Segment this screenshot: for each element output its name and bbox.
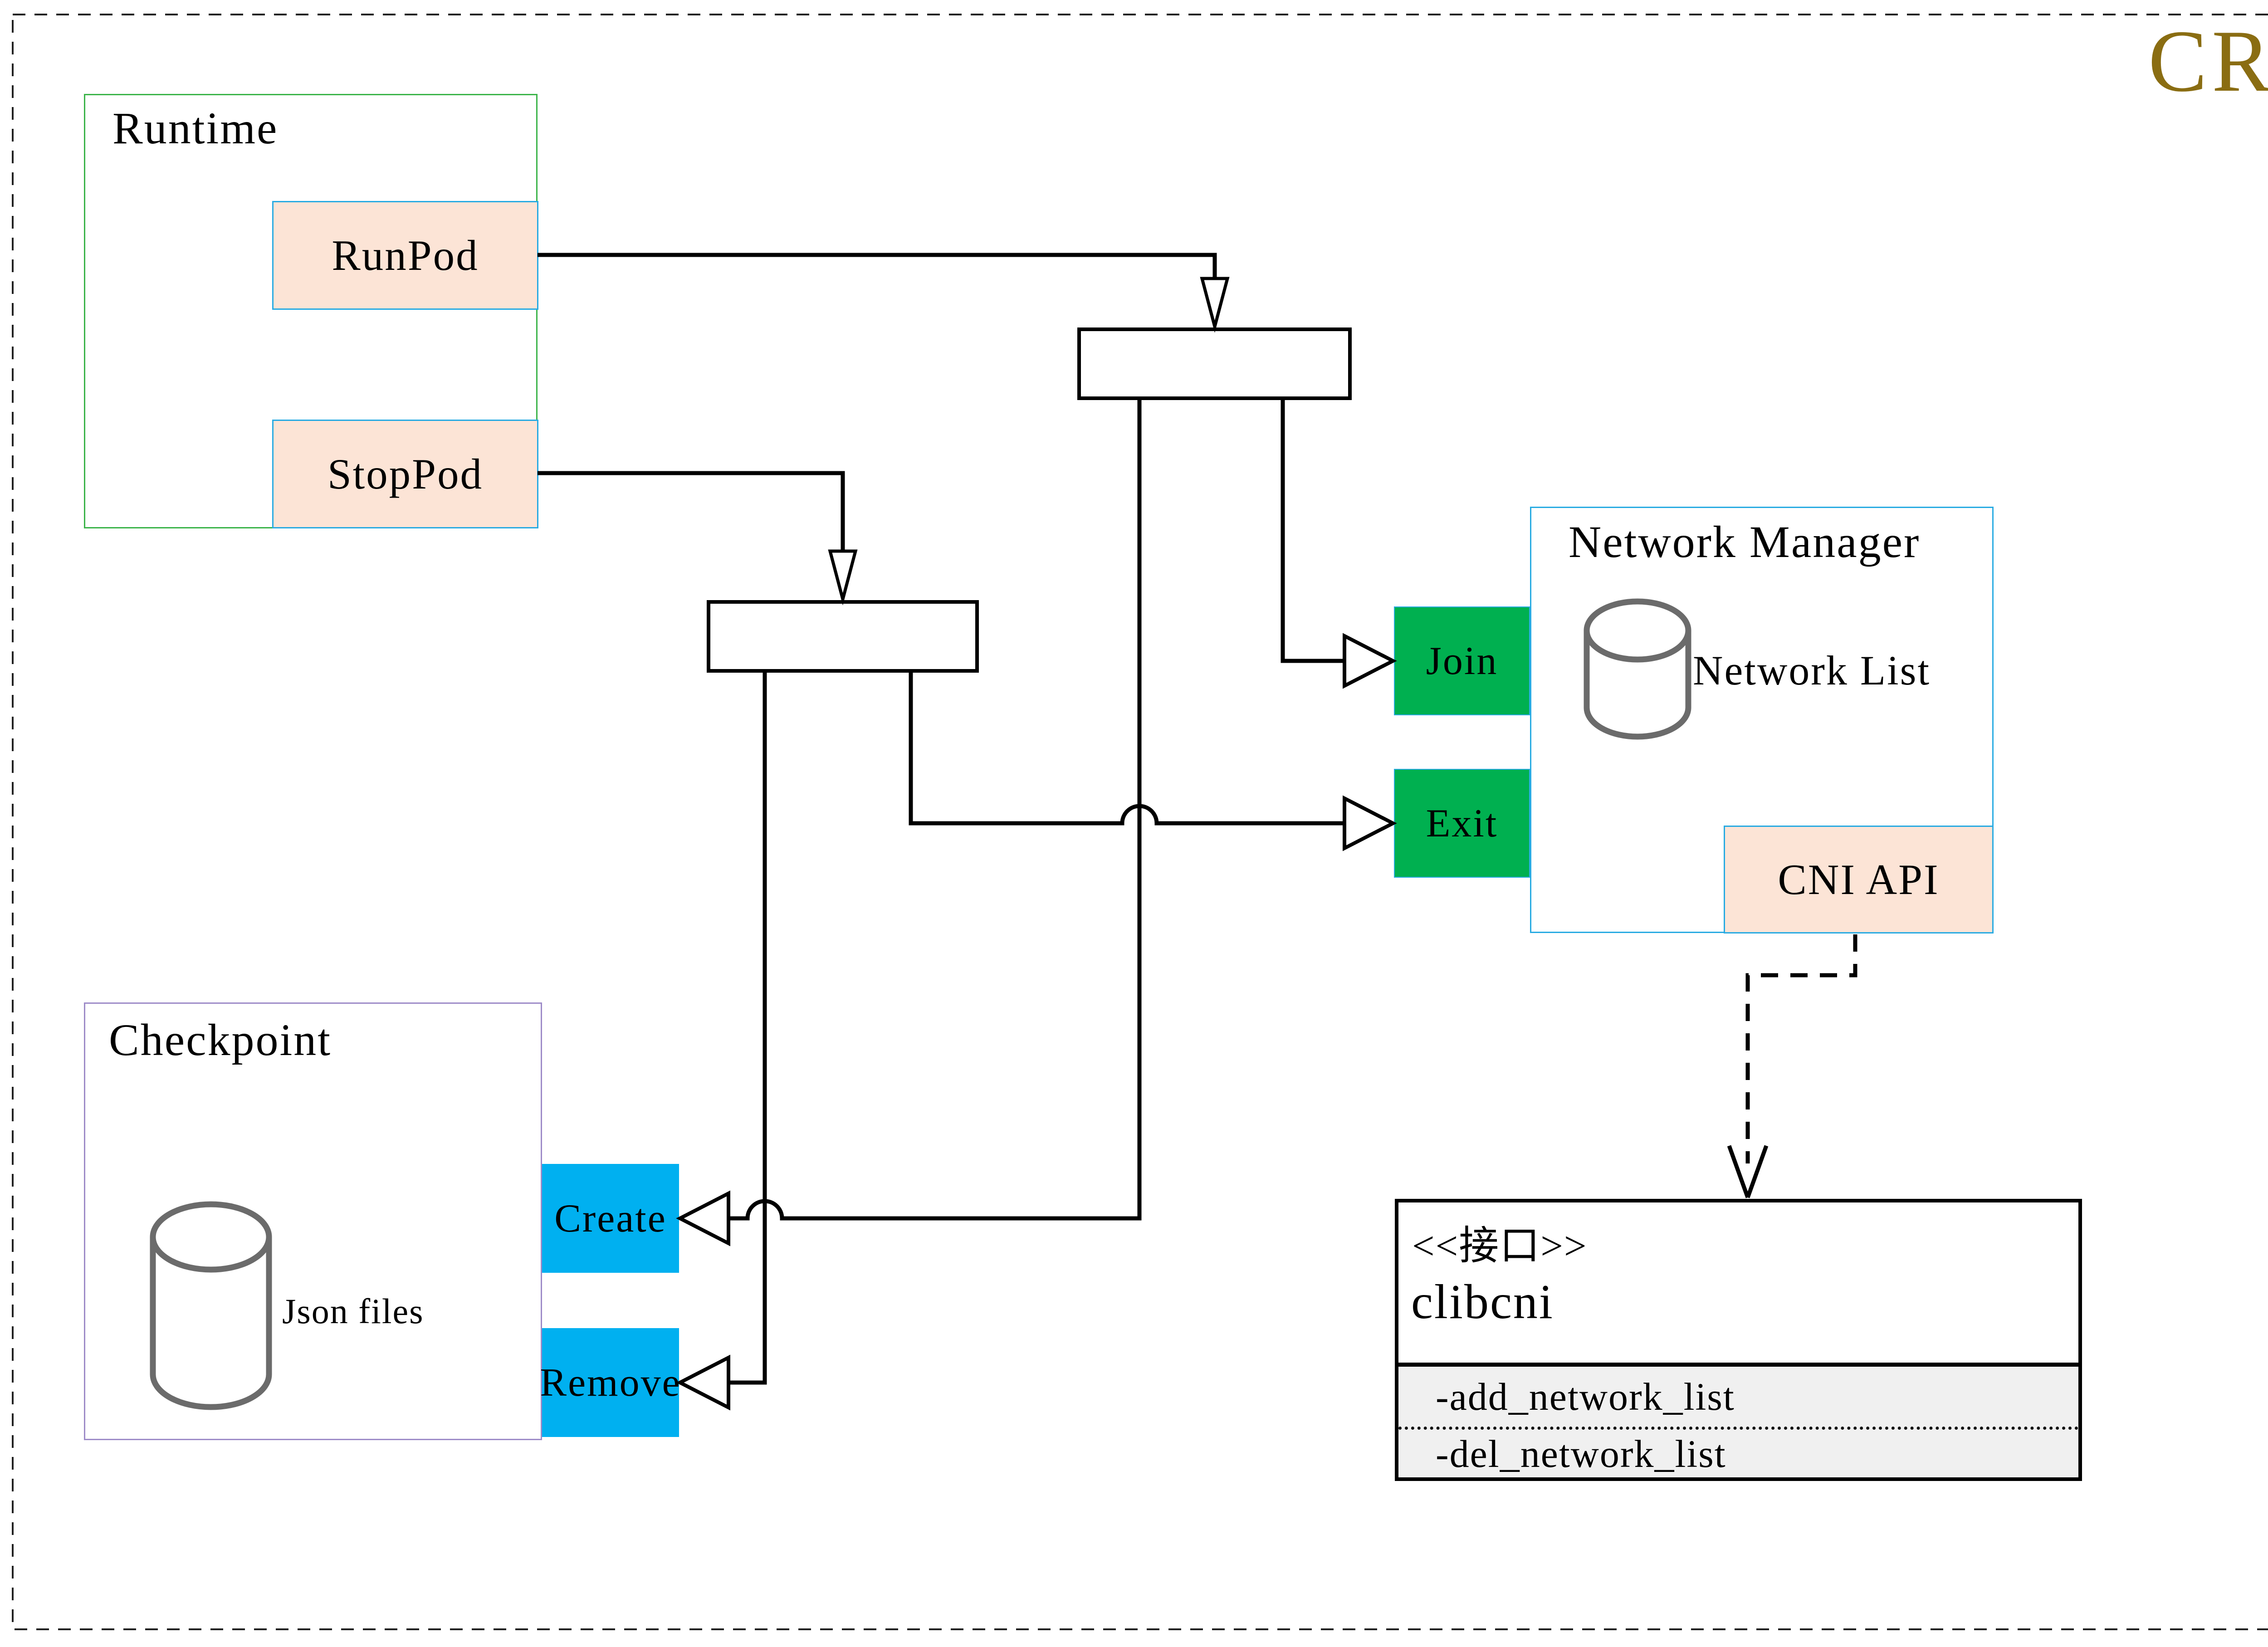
junction1-to-join-connector bbox=[1281, 400, 1344, 663]
clibcni-method-del: -del_network_list bbox=[1436, 1432, 1726, 1476]
stoppod-node: StopPod bbox=[272, 420, 538, 528]
clibcni-stereotype: <<接口>> bbox=[1412, 1224, 1588, 1268]
clibcni-header: <<接口>> clibcni bbox=[1398, 1202, 2078, 1363]
join-node: Join bbox=[1394, 606, 1530, 715]
stoppod-label: StopPod bbox=[327, 450, 484, 498]
clibcni-interface-box: <<接口>> clibcni -add_network_list -del_ne… bbox=[1395, 1199, 2082, 1481]
clibcni-open-arrowhead bbox=[1727, 1145, 1769, 1198]
cni-api-node: CNI API bbox=[1724, 826, 1994, 933]
runpod-to-junction1-connector bbox=[538, 253, 1217, 280]
cni-api-label: CNI API bbox=[1778, 855, 1940, 904]
join-arrowhead bbox=[1343, 633, 1397, 689]
remove-node: Remove bbox=[540, 1328, 681, 1437]
cni-api-to-clibcni-dashed-connector bbox=[1745, 934, 1857, 1163]
create-node: Create bbox=[542, 1164, 679, 1273]
network-list-label: Network List bbox=[1693, 647, 1931, 694]
junction-box-runpod bbox=[1077, 327, 1352, 400]
runtime-label: Runtime bbox=[112, 103, 279, 153]
clibcni-method-divider bbox=[1398, 1427, 2078, 1430]
remove-label: Remove bbox=[540, 1360, 681, 1405]
clibcni-method-add: -add_network_list bbox=[1436, 1375, 1735, 1418]
json-files-label: Json files bbox=[282, 1291, 424, 1331]
stoppod-to-junction2-connector bbox=[538, 471, 845, 553]
join-label: Join bbox=[1426, 639, 1498, 683]
runpod-node: RunPod bbox=[272, 201, 538, 310]
junction2-arrowhead bbox=[828, 549, 858, 606]
clibcni-name: clibcni bbox=[1411, 1275, 1554, 1329]
diagram-title: CRI bbox=[2148, 12, 2268, 110]
exit-label: Exit bbox=[1426, 801, 1498, 845]
exit-arrowhead bbox=[1343, 795, 1397, 851]
clibcni-section-divider bbox=[1398, 1363, 2078, 1367]
remove-arrowhead bbox=[676, 1354, 730, 1411]
junction1-arrowhead bbox=[1200, 277, 1230, 333]
clibcni-methods-section: -add_network_list -del_network_list bbox=[1398, 1367, 2078, 1477]
runpod-label: RunPod bbox=[332, 231, 479, 279]
network-manager-label: Network Manager bbox=[1569, 517, 1921, 567]
checkpoint-label: Checkpoint bbox=[109, 1015, 332, 1065]
exit-node: Exit bbox=[1394, 769, 1530, 878]
junction2-to-remove-connector bbox=[728, 673, 767, 1385]
junction-box-stoppod bbox=[707, 600, 979, 673]
create-label: Create bbox=[554, 1196, 667, 1241]
junction2-to-exit-connector bbox=[909, 673, 1344, 826]
create-arrowhead bbox=[676, 1190, 730, 1246]
checkpoint-container bbox=[84, 1002, 542, 1440]
junction1-to-create-connector bbox=[728, 400, 1142, 1221]
